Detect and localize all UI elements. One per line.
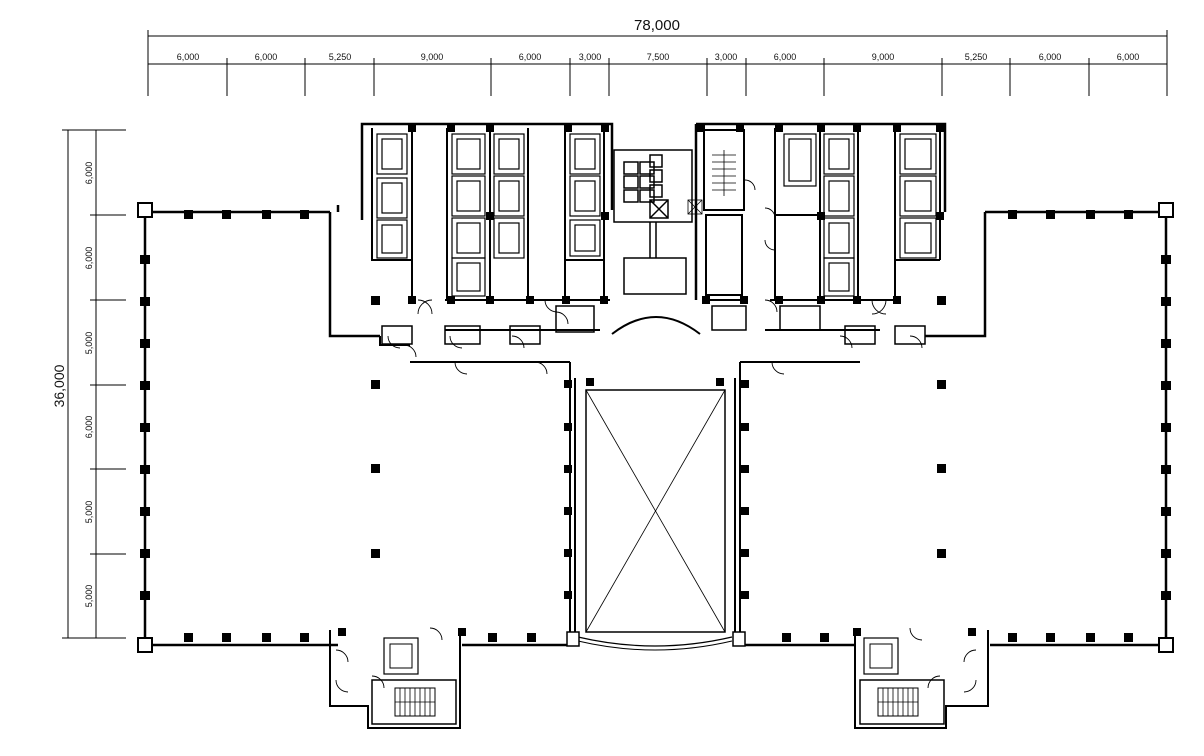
door-swings — [387, 179, 923, 375]
top-dimension-chain — [147, 30, 1168, 96]
top-bay-label-9: 6,000 — [774, 52, 797, 62]
left-bay-labels: 6,000 6,000 5,000 6,000 5,000 5,000 — [84, 162, 94, 608]
corridor-rooms — [381, 305, 926, 345]
top-bay-label-3: 5,250 — [329, 52, 352, 62]
corner-columns — [137, 202, 1174, 653]
left-bay-label-3: 5,000 — [84, 332, 94, 355]
left-bay-label-5: 5,000 — [84, 501, 94, 524]
left-dimension-chain — [62, 129, 126, 639]
interior-columns — [371, 296, 946, 558]
left-bay-label-6: 5,000 — [84, 585, 94, 608]
core-columns — [408, 124, 944, 304]
top-bay-label-11: 5,250 — [965, 52, 988, 62]
atrium-void — [577, 389, 733, 651]
toilet-core — [613, 149, 693, 295]
corridor-walls — [379, 329, 880, 645]
right-stair — [687, 150, 736, 215]
perimeter-columns — [140, 210, 1171, 642]
top-bay-label-7: 7,500 — [647, 52, 670, 62]
atrium-columns — [564, 378, 749, 599]
southwest-stair-tower — [329, 627, 466, 729]
right-elevator-cars — [783, 133, 937, 297]
southeast-stair-tower — [853, 627, 989, 729]
entrance-canopy-arc — [611, 316, 701, 335]
top-bay-label-12: 6,000 — [1039, 52, 1062, 62]
overall-depth-label: 36,000 — [51, 364, 67, 407]
left-bay-label-2: 6,000 — [84, 247, 94, 270]
left-elevator-cars — [376, 133, 601, 297]
top-bay-label-2: 6,000 — [255, 52, 278, 62]
left-bay-label-1: 6,000 — [84, 162, 94, 185]
top-bay-label-4: 9,000 — [421, 52, 444, 62]
top-bay-label-10: 9,000 — [872, 52, 895, 62]
left-bay-label-4: 6,000 — [84, 416, 94, 439]
top-bay-labels: 6,000 6,000 5,250 9,000 6,000 3,000 7,50… — [177, 52, 1140, 62]
top-bay-label-1: 6,000 — [177, 52, 200, 62]
exterior-walls — [143, 122, 1168, 647]
atrium-corner-boxes — [566, 631, 746, 647]
top-bay-label-13: 6,000 — [1117, 52, 1140, 62]
top-bay-label-6: 3,000 — [579, 52, 602, 62]
overall-width-label: 78,000 — [634, 17, 680, 34]
top-bay-label-8: 3,000 — [715, 52, 738, 62]
top-bay-label-5: 6,000 — [519, 52, 542, 62]
